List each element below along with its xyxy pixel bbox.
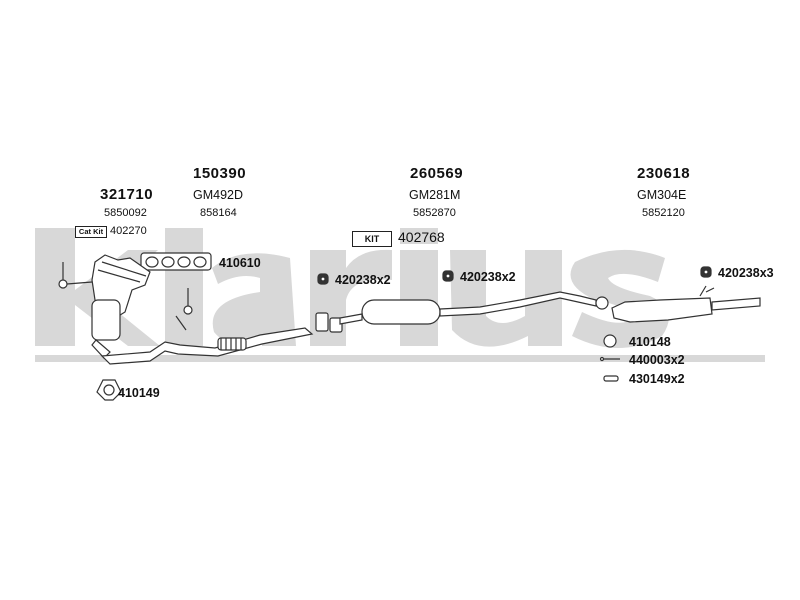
gasket-manifold-label: 410610 bbox=[219, 256, 261, 270]
spring-label: 430149x2 bbox=[629, 372, 685, 386]
catalytic-converter-icon bbox=[58, 254, 151, 359]
column-3-code: GM304E bbox=[637, 188, 687, 202]
rubber-mount-icon-2 bbox=[442, 270, 454, 282]
column-2-ref: 5852870 bbox=[413, 207, 456, 219]
clamp-icon bbox=[315, 312, 343, 333]
rear-silencer-icon bbox=[611, 285, 761, 323]
mount-2-label: 420238x2 bbox=[460, 270, 516, 284]
column-3-ref: 5852120 bbox=[642, 207, 685, 219]
kit-label: KIT bbox=[352, 231, 392, 247]
manifold-gasket-icon bbox=[140, 252, 212, 271]
column-1-part: 150390 bbox=[193, 165, 247, 182]
lambda-sensor-icon bbox=[175, 288, 193, 331]
catalyst-ref: 5850092 bbox=[104, 207, 147, 219]
column-2-part: 260569 bbox=[410, 165, 464, 182]
mount-1-label: 420238x2 bbox=[335, 273, 391, 287]
kit-code: 402768 bbox=[398, 229, 445, 245]
column-2-code: GM281M bbox=[409, 188, 461, 202]
rubber-mount-icon-3 bbox=[700, 266, 712, 278]
column-3-part: 230618 bbox=[637, 165, 691, 182]
rubber-mount-icon-1 bbox=[317, 273, 329, 285]
front-pipe-icon bbox=[100, 327, 314, 365]
catalyst-part-number: 321710 bbox=[100, 186, 154, 203]
mount-3-label: 420238x3 bbox=[718, 266, 774, 280]
flange-gasket-icon bbox=[96, 379, 122, 401]
ring-icon bbox=[603, 334, 617, 348]
cat-kit-code: 402270 bbox=[110, 225, 147, 237]
gasket-front-label: 410149 bbox=[118, 386, 160, 400]
spring-icon bbox=[603, 375, 619, 382]
bolt-icon bbox=[599, 356, 620, 362]
cat-kit-label: Cat Kit bbox=[75, 226, 107, 238]
column-1-code: GM492D bbox=[193, 188, 244, 202]
ring-label: 410148 bbox=[629, 335, 671, 349]
column-1-ref: 858164 bbox=[200, 207, 237, 219]
middle-silencer-icon bbox=[339, 291, 609, 325]
bolt-label: 440003x2 bbox=[629, 353, 685, 367]
